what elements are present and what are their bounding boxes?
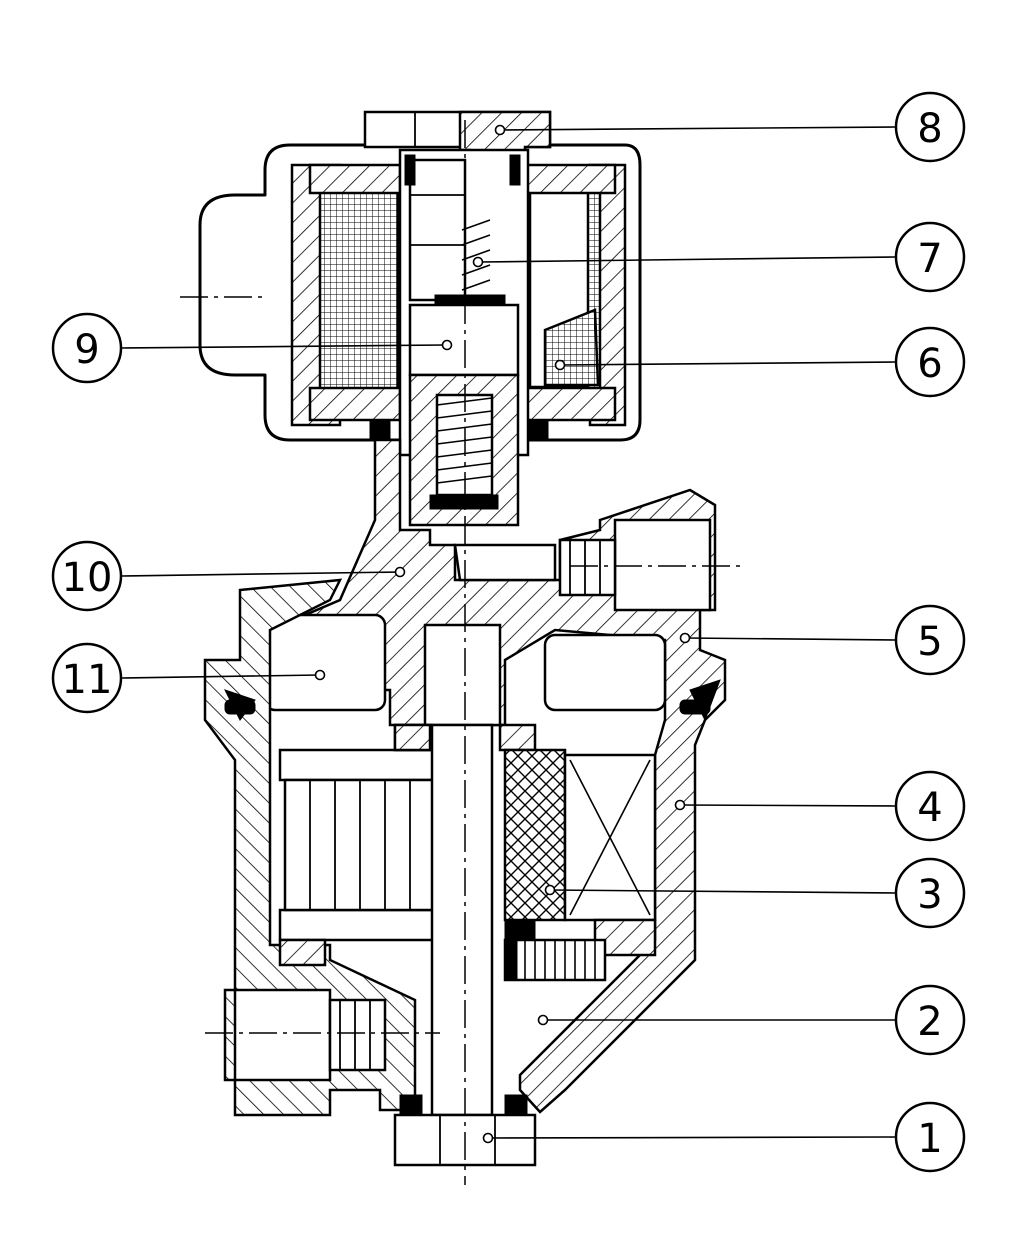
balloon-6: 6 [894, 326, 966, 398]
balloon-9-label: 9 [74, 327, 99, 373]
right-insert [503, 748, 657, 957]
balloon-9: 9 [51, 312, 123, 384]
balloon-2-label: 2 [917, 999, 942, 1045]
seals [224, 699, 711, 752]
balloon-3: 3 [894, 857, 966, 929]
solenoid-housing [198, 143, 642, 442]
balloon-1-label: 1 [917, 1116, 942, 1162]
leader-lines [121, 126, 896, 1139]
balloon-4-label: 4 [917, 785, 942, 831]
balloon-4: 4 [894, 770, 966, 842]
center-stem [393, 623, 537, 1117]
balloon-1: 1 [894, 1101, 966, 1173]
balloon-7: 7 [894, 221, 966, 293]
balloon-10: 10 [51, 540, 123, 612]
armature-tube [398, 148, 530, 527]
balloon-11-label: 11 [62, 657, 113, 703]
gear [503, 938, 607, 982]
balloon-7-label: 7 [917, 236, 942, 282]
balloon-11: 11 [51, 642, 123, 714]
balloon-5-label: 5 [917, 619, 942, 665]
upper-spring [461, 219, 491, 291]
balloon-5: 5 [894, 604, 966, 676]
balloon-8: 8 [894, 91, 966, 163]
centerlines [180, 120, 740, 1185]
leader-dots [314, 124, 691, 1144]
balloon-10-label: 10 [62, 555, 113, 601]
balloon-8-label: 8 [917, 106, 942, 152]
balloon-6-label: 6 [917, 341, 942, 387]
balloon-3-label: 3 [917, 872, 942, 918]
balloon-2: 2 [894, 984, 966, 1056]
